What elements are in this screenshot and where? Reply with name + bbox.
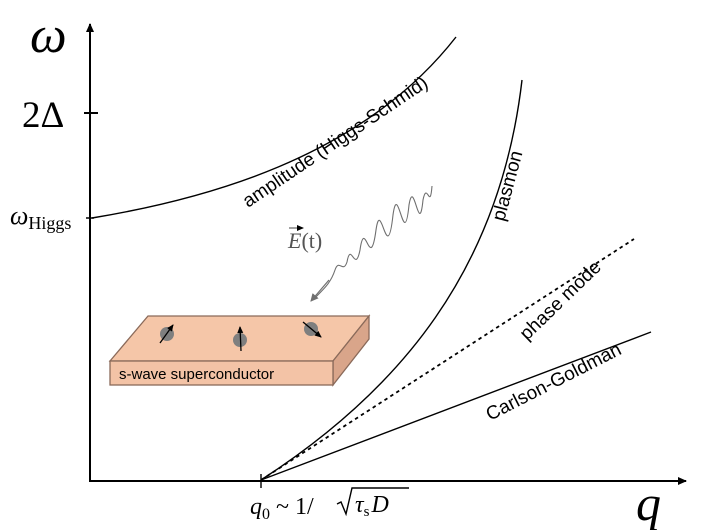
light-pulse: E(t) bbox=[287, 185, 433, 302]
gap-tick-label: 2Δ bbox=[22, 95, 64, 136]
spin-1 bbox=[159, 324, 174, 344]
q0-label: q0~1/ τsD bbox=[250, 487, 409, 523]
field-label: E(t) bbox=[287, 228, 322, 253]
carlson-goldman-label: Carlson-Goldman bbox=[483, 339, 625, 425]
superconductor-slab: s-wave superconductor bbox=[108, 314, 371, 387]
slab-label: s-wave superconductor bbox=[119, 366, 274, 383]
spin-2 bbox=[233, 326, 247, 352]
slab-front bbox=[109, 360, 334, 386]
y-axis-label: ω bbox=[30, 7, 67, 64]
plasmon-label: plasmon bbox=[489, 148, 528, 223]
plasmon-curve bbox=[260, 79, 523, 481]
pulse-arrow bbox=[310, 279, 330, 302]
svg-text:q0~1/: q0~1/ bbox=[250, 494, 314, 523]
amplitude-curve bbox=[91, 36, 457, 219]
amplitude-label: amplitude (Higgs-Schmid) bbox=[239, 73, 432, 213]
svg-text:τsD: τsD bbox=[355, 492, 389, 520]
phase-mode-label: phase mode bbox=[516, 257, 606, 345]
spin-3 bbox=[302, 321, 322, 338]
higgs-tick-label: ωHiggs bbox=[10, 201, 71, 233]
carlson-goldman-curve bbox=[260, 331, 652, 481]
pulse-wave bbox=[314, 185, 433, 299]
x-axis-label: q bbox=[636, 475, 661, 530]
